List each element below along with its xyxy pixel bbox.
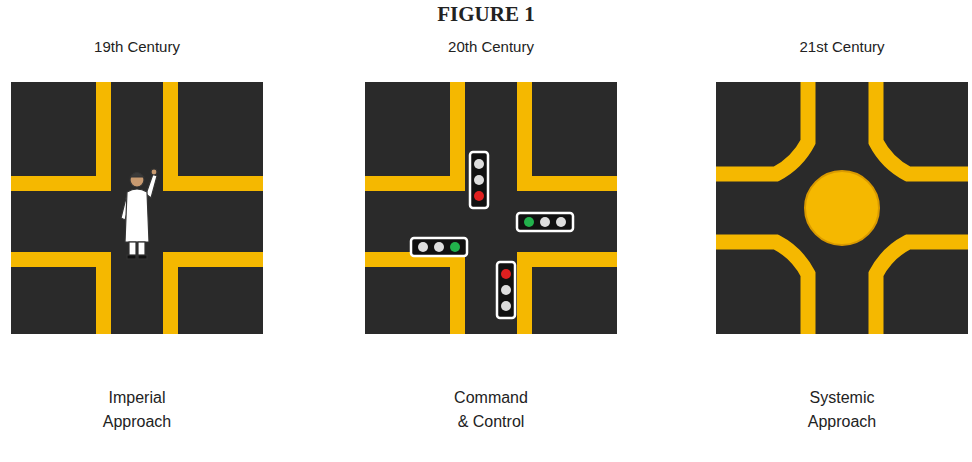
approach-caption: Systemic Approach	[800, 386, 884, 434]
approach-caption: Command & Control	[449, 386, 533, 434]
approach-caption: Imperial Approach	[95, 386, 179, 434]
figure-title: FIGURE 1	[336, 2, 636, 27]
century-heading: 20th Century	[391, 38, 591, 55]
century-heading: 19th Century	[37, 38, 237, 55]
roundabout	[716, 82, 968, 334]
century-heading: 21st Century	[742, 38, 942, 55]
intersection-traffic-lights	[365, 82, 617, 334]
intersection-policeman	[11, 82, 263, 334]
